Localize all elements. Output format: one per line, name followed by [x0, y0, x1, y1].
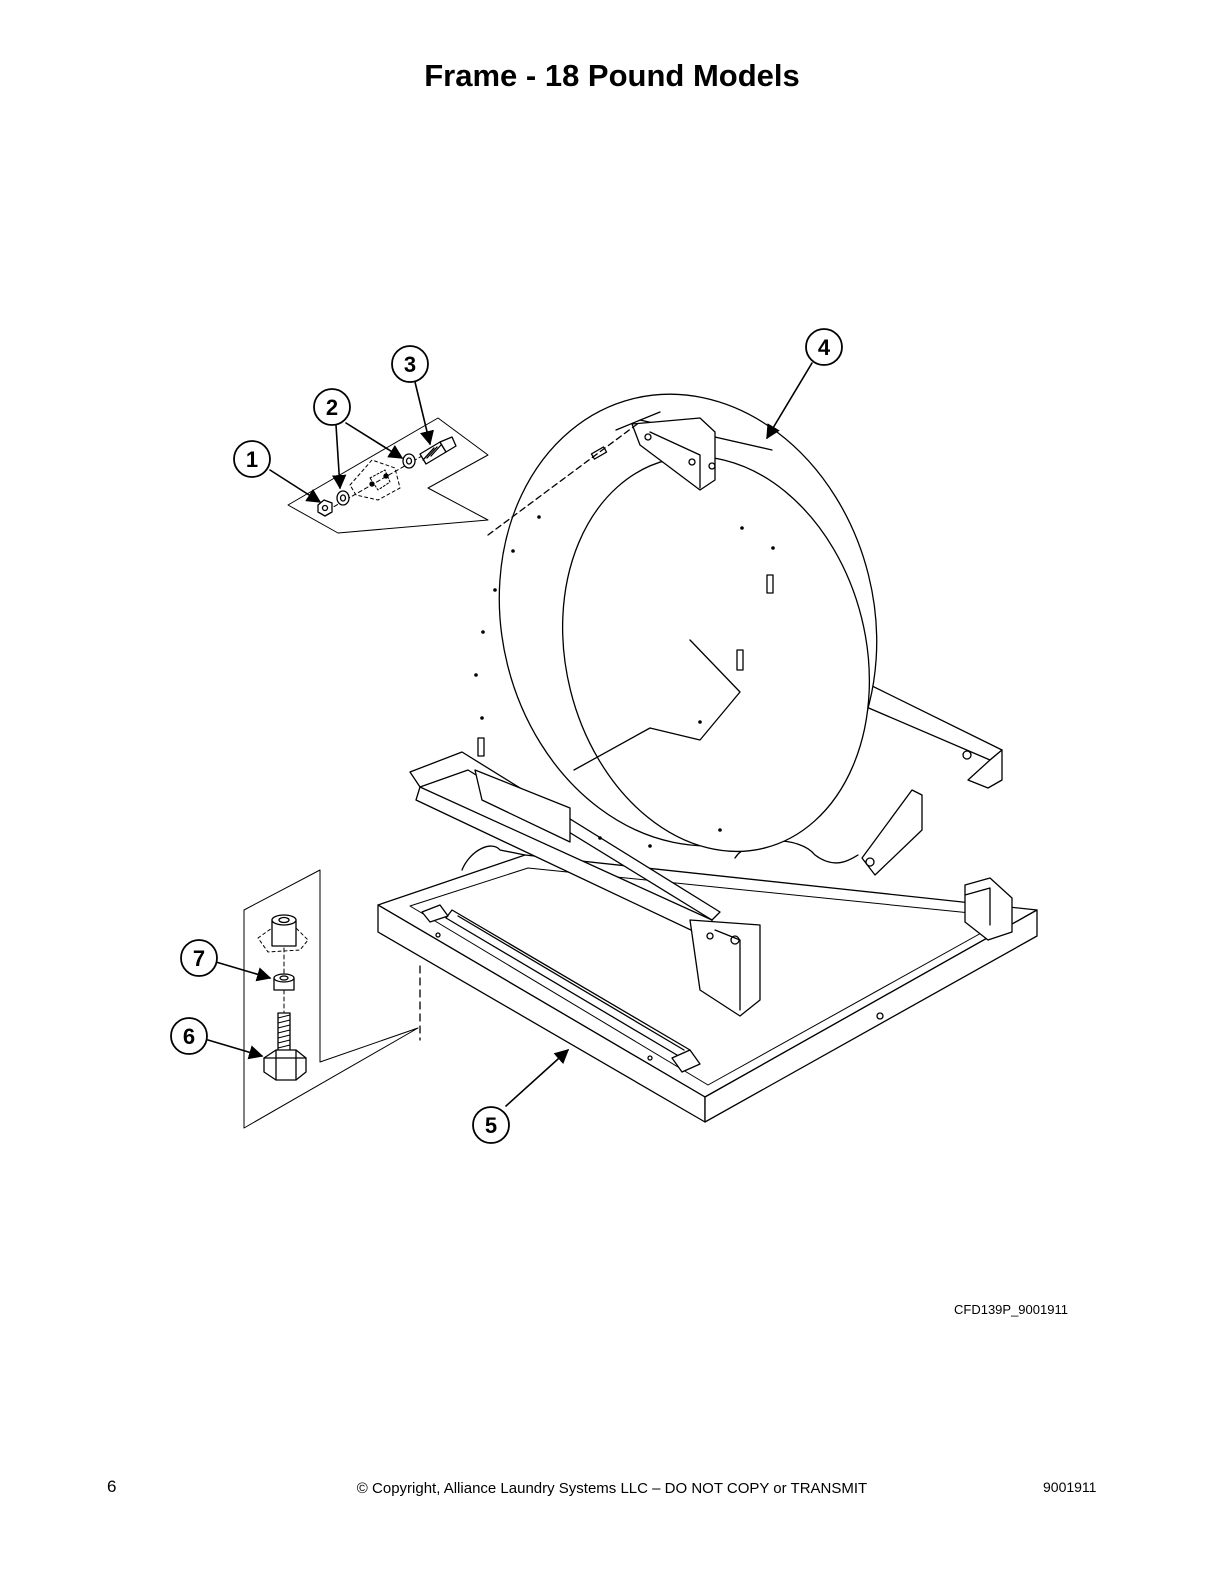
- callout-label-5: 5: [485, 1113, 497, 1138]
- callout-5: 5: [472, 1106, 510, 1144]
- leader-arrow-4: [766, 362, 813, 440]
- leveling-leg-inset: [243, 869, 421, 1129]
- page-title: Frame - 18 Pound Models: [424, 58, 800, 93]
- leader-arrow-6: [207, 1039, 264, 1060]
- callout-2: 2: [313, 388, 351, 426]
- callout-6: 6: [170, 1017, 208, 1055]
- leader-arrow-5: [505, 1049, 570, 1107]
- leader-arrows: [207, 362, 813, 1107]
- callout-label-7: 7: [193, 946, 205, 971]
- page-number: 6: [107, 1477, 117, 1496]
- callout-3: 3: [391, 345, 429, 383]
- leader-arrow-2a: [331, 424, 347, 490]
- leader-arrow-3: [414, 381, 434, 446]
- hardware-inset: [287, 417, 641, 536]
- callout-1: 1: [233, 440, 271, 478]
- drawing-id: CFD139P_9001911: [954, 1302, 1068, 1317]
- leader-arrow-1: [269, 469, 322, 503]
- callout-label-2: 2: [326, 395, 338, 420]
- leader-arrow-7: [215, 961, 272, 982]
- copyright-notice: © Copyright, Alliance Laundry Systems LL…: [356, 1480, 868, 1497]
- callout-4: 4: [805, 328, 843, 366]
- callout-label-6: 6: [183, 1024, 195, 1049]
- callout-label-3: 3: [404, 352, 416, 377]
- drum-shell-part: [474, 393, 878, 853]
- callout-7: 7: [180, 939, 218, 977]
- leader-arrow-2b: [345, 422, 404, 459]
- callout-label-1: 1: [246, 447, 258, 472]
- document-number: 9001911: [1043, 1479, 1097, 1495]
- callout-label-4: 4: [818, 335, 831, 360]
